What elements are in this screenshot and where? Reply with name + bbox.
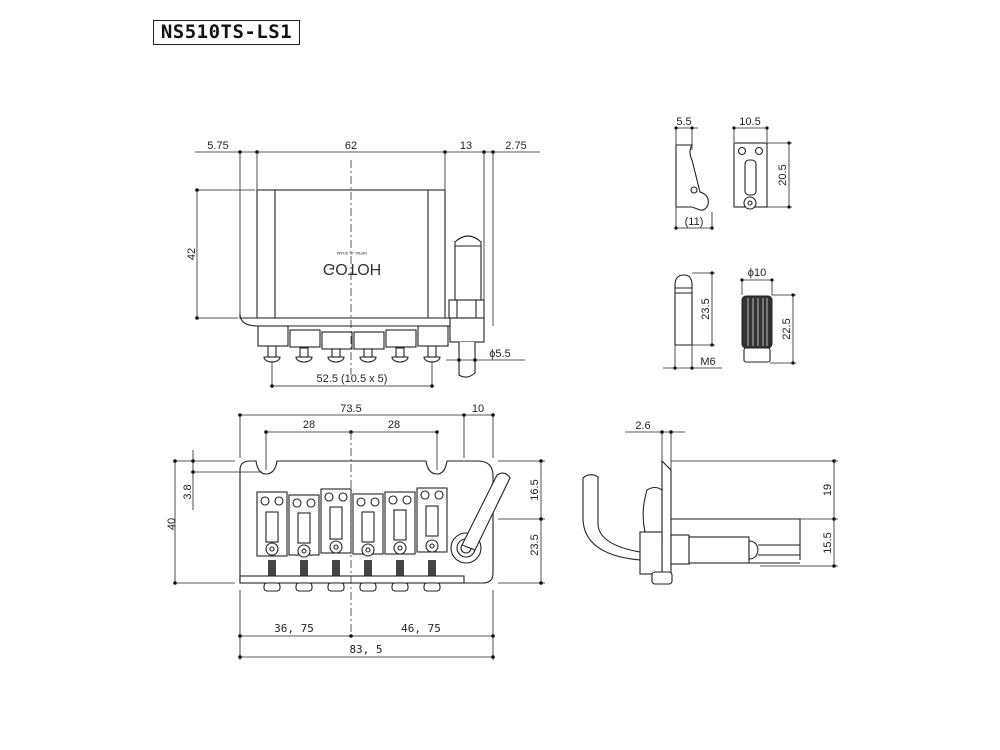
plate-side xyxy=(661,459,672,581)
dim-5-75: 5.75 xyxy=(207,140,228,152)
dim-62: 62 xyxy=(345,140,357,152)
dim-22-5: 22.5 xyxy=(781,318,793,339)
side-view: 2.6 19 15.5 xyxy=(582,420,838,585)
springs xyxy=(268,560,436,576)
dim-2-75: 2.75 xyxy=(505,140,526,152)
saddle-detail: 5.5 (11) 10.5 20.5 xyxy=(674,116,792,230)
dim-28-left: 28 xyxy=(303,419,315,431)
dim-10: 10 xyxy=(472,403,484,415)
dim-post-23-5: 23.5 xyxy=(700,298,712,319)
knurled-knob xyxy=(741,295,773,349)
gotoh-logo: GOTOH MADE IN JAPAN xyxy=(323,251,381,277)
dim-73-5: 73.5 xyxy=(340,403,361,415)
tabs xyxy=(263,582,441,592)
dim-knob-diameter: ϕ10 xyxy=(748,267,766,279)
svg-text:MADE IN JAPAN: MADE IN JAPAN xyxy=(337,251,367,256)
intonation-screws xyxy=(263,345,441,363)
saddles-front xyxy=(256,487,448,558)
top-view: 5.75 62 13 2.75 42 GOTOH MADE IN JAPAN xyxy=(186,140,540,388)
svg-text:GOTOH: GOTOH xyxy=(323,260,381,277)
dim-23-5: 23.5 xyxy=(529,534,541,555)
dim-20-5: 20.5 xyxy=(777,164,789,185)
dim-string-spacing: 52.5 (10.5 x 5) xyxy=(317,373,388,385)
dim-42: 42 xyxy=(186,248,198,260)
base-strip xyxy=(239,575,465,584)
post-detail: 23.5 M6 ϕ10 22.5 xyxy=(663,267,796,370)
dim-10-5: 10.5 xyxy=(739,116,760,128)
model-title: NS510TS-LS1 xyxy=(153,20,300,45)
dim-2-6: 2.6 xyxy=(635,420,650,432)
dim-28-right: 28 xyxy=(388,419,400,431)
front-view: 73.5 10 28 28 40 3.8 xyxy=(166,403,545,660)
dim-m6: M6 xyxy=(700,356,715,368)
saddle-row xyxy=(257,325,449,363)
dim-13: 13 xyxy=(460,140,472,152)
dim-19: 19 xyxy=(822,484,834,496)
dim-post-diameter: ϕ5.5 xyxy=(489,348,510,360)
arm-side xyxy=(582,474,641,561)
tremolo-arm-front xyxy=(450,472,511,564)
dim-16-5: 16.5 xyxy=(529,479,541,500)
dim-83-5: 83, 5 xyxy=(349,643,382,656)
dim-36-75: 36, 75 xyxy=(274,622,314,635)
dim-40: 40 xyxy=(166,518,178,530)
dim-15-5: 15.5 xyxy=(822,532,834,553)
arm-post-top xyxy=(448,235,485,378)
dim-3-8: 3.8 xyxy=(182,484,194,499)
dim-11: (11) xyxy=(685,216,704,228)
dim-46-75: 46, 75 xyxy=(401,622,441,635)
dim-5-5: 5.5 xyxy=(676,116,691,128)
